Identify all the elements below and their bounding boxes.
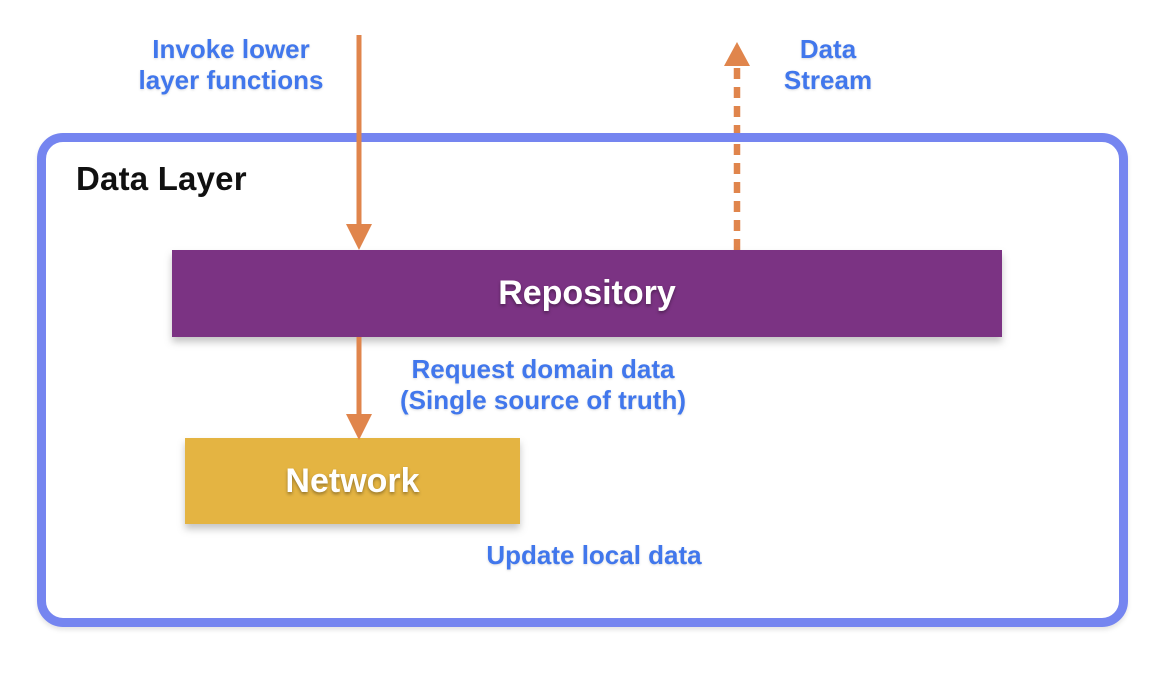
data-stream-label: Data Stream (783, 34, 873, 95)
data-layer-frame (37, 133, 1128, 627)
network-box: Network (185, 438, 520, 524)
repository-box: Repository (172, 250, 1002, 337)
update-local-data-label: Update local data (486, 540, 702, 570)
data-stream-arrowhead-up-icon (724, 42, 750, 66)
network-label: Network (285, 461, 420, 500)
data-layer-title: Data Layer (76, 160, 247, 197)
repository-label: Repository (498, 274, 676, 312)
request-domain-data-label: Request domain data (Single source of tr… (400, 354, 686, 415)
invoke-lower-layer-label: Invoke lower layer functions (138, 34, 324, 95)
